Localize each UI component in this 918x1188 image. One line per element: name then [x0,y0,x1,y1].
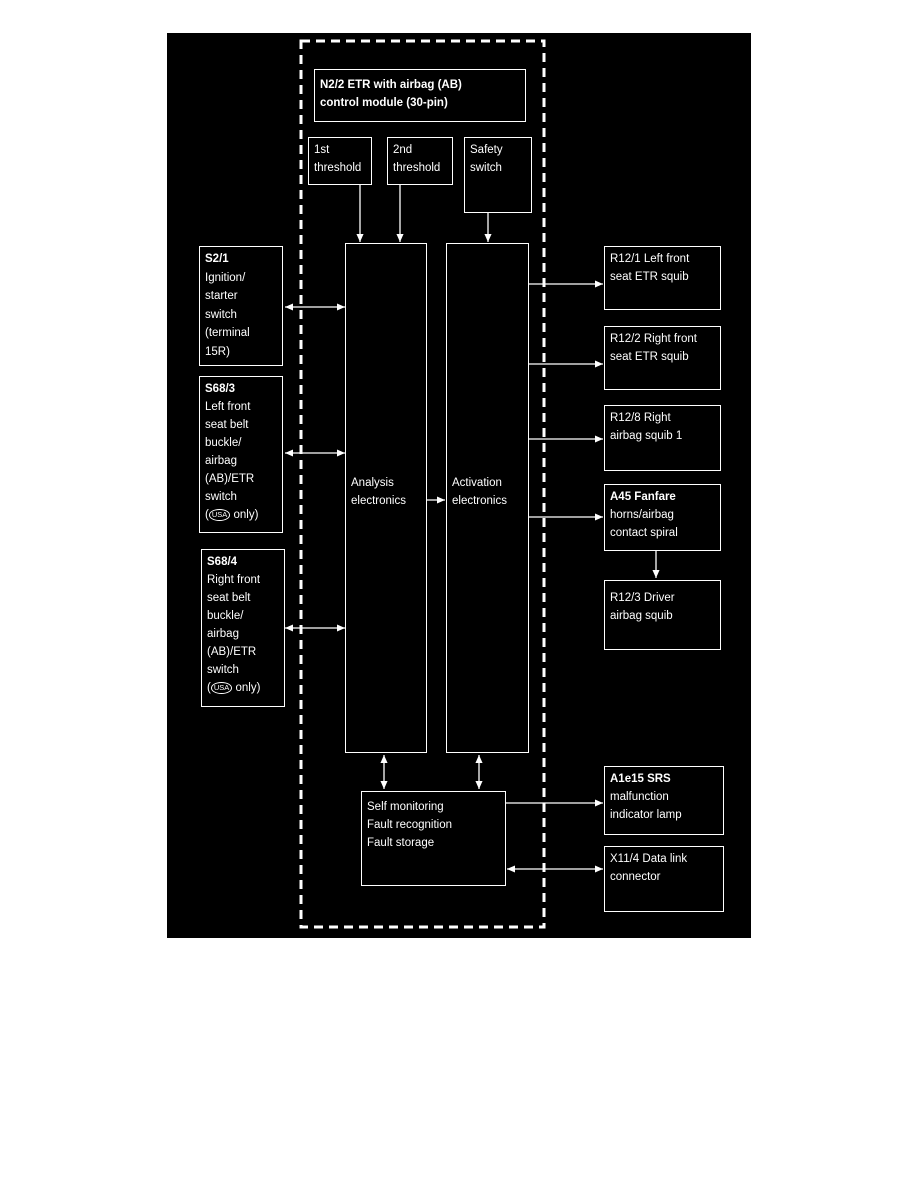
x114-data-link-connector-box: X11/4 Data link connector [604,846,724,912]
x114-line: X11/4 Data link [610,853,688,865]
a1e15-srs-lamp-box: A1e15 SRS malfunction indicator lamp [604,766,724,835]
threshold2-line: 2nd [393,144,413,156]
module-boundary [299,39,546,929]
module-title-box: N2/2 ETR with airbag (AB) control module… [314,69,526,122]
s683-line: seat belt [205,419,249,431]
monitor-line: Self monitoring [367,801,444,813]
a45-line: horns/airbag [610,509,674,521]
a45-line: contact spiral [610,527,678,539]
s684-line: airbag [207,628,239,640]
a1e15-line: indicator lamp [610,809,682,821]
r122-line: R12/2 Right front [610,333,697,345]
analysis-line: electronics [351,495,406,507]
s683-usa-suffix: only) [233,509,259,521]
connector-lines [285,39,660,929]
monitor-line: Fault storage [367,837,435,849]
module-title-line: N2/2 ETR with airbag (AB) [320,79,462,91]
s21-line: S2/1 [205,253,229,265]
r121-line: R12/1 Left front [610,253,690,265]
r123-line: R12/3 Driver [610,592,675,604]
s684-line: (AB)/ETR [207,646,257,658]
analysis-electronics-label: Analysis electronics [351,474,406,510]
activation-electronics-label: Activation electronics [452,474,507,510]
analysis-electronics-box: Analysis electronics [345,243,427,753]
r121-line: seat ETR squib [610,271,689,283]
s683-line: Left front [205,401,251,413]
usa-badge-icon: USA [208,508,231,521]
s684-line: S68/4 [207,556,238,568]
threshold1-line: 1st [314,144,330,156]
r128-right-airbag-squib-box: R12/8 Right airbag squib 1 [604,405,721,471]
self-monitoring-box: Self monitoring Fault recognition Fault … [361,791,506,886]
r123-driver-squib-box: R12/3 Driver airbag squib [604,580,721,650]
module-title-line: control module (30-pin) [320,97,448,109]
s21-line: 15R) [205,345,230,358]
s21-ignition-switch-box: S2/1 Ignition/ starter switch (terminal … [199,246,283,366]
safety-switch-line: switch [470,162,502,174]
threshold1-box: 1st threshold [308,137,372,185]
airbag-block-diagram: N2/2 ETR with airbag (AB) control module… [167,33,751,938]
r128-line: airbag squib 1 [610,430,683,442]
s684-right-buckle-switch-box: S68/4 Right front seat belt buckle/ airb… [201,549,285,707]
a45-fanfare-horns-box: A45 Fanfare horns/airbag contact spiral [604,484,721,551]
s684-line: Right front [207,574,261,586]
s683-line: S68/3 [205,383,236,395]
s683-left-buckle-switch-box: S68/3 Left front seat belt buckle/ airba… [199,376,283,533]
r122-line: seat ETR squib [610,351,689,363]
a45-line: A45 Fanfare [610,491,676,503]
s684-usa-suffix: only) [235,682,261,694]
safety-switch-line: Safety [470,144,503,156]
s684-line: switch [207,664,239,676]
s683-line: buckle/ [205,437,242,449]
monitor-line: Fault recognition [367,819,453,831]
s21-line: switch [205,308,237,321]
threshold1-line: threshold [314,162,362,174]
s21-line: starter [205,290,238,302]
s683-line: airbag [205,455,237,467]
analysis-line: Analysis [351,477,394,489]
activation-electronics-box: Activation electronics [446,243,529,753]
r121-left-seat-squib-box: R12/1 Left front seat ETR squib [604,246,721,310]
s683-line: (AB)/ETR [205,473,255,485]
r128-line: R12/8 Right [610,412,671,424]
r123-line: airbag squib [610,610,673,622]
activation-line: Activation [452,477,502,489]
x114-line: connector [610,871,661,883]
s21-line: Ignition/ [205,271,246,284]
a1e15-line: malfunction [610,791,669,803]
activation-line: electronics [452,495,507,507]
threshold2-box: 2nd threshold [387,137,453,185]
s684-usa-prefix: ( [207,682,211,694]
s683-line: switch [205,491,237,503]
s684-usa-line: (USA only) [207,679,279,697]
s683-usa-line: (USA only) [205,506,277,524]
r122-right-seat-squib-box: R12/2 Right front seat ETR squib [604,326,721,390]
s684-line: buckle/ [207,610,244,622]
threshold2-line: threshold [393,162,441,174]
safety-switch-box: Safety switch [464,137,532,213]
a1e15-line: A1e15 SRS [610,773,671,785]
usa-badge-icon: USA [210,681,233,694]
s683-usa-prefix: ( [205,509,209,521]
s21-line: (terminal [205,327,250,339]
s684-line: seat belt [207,592,251,604]
